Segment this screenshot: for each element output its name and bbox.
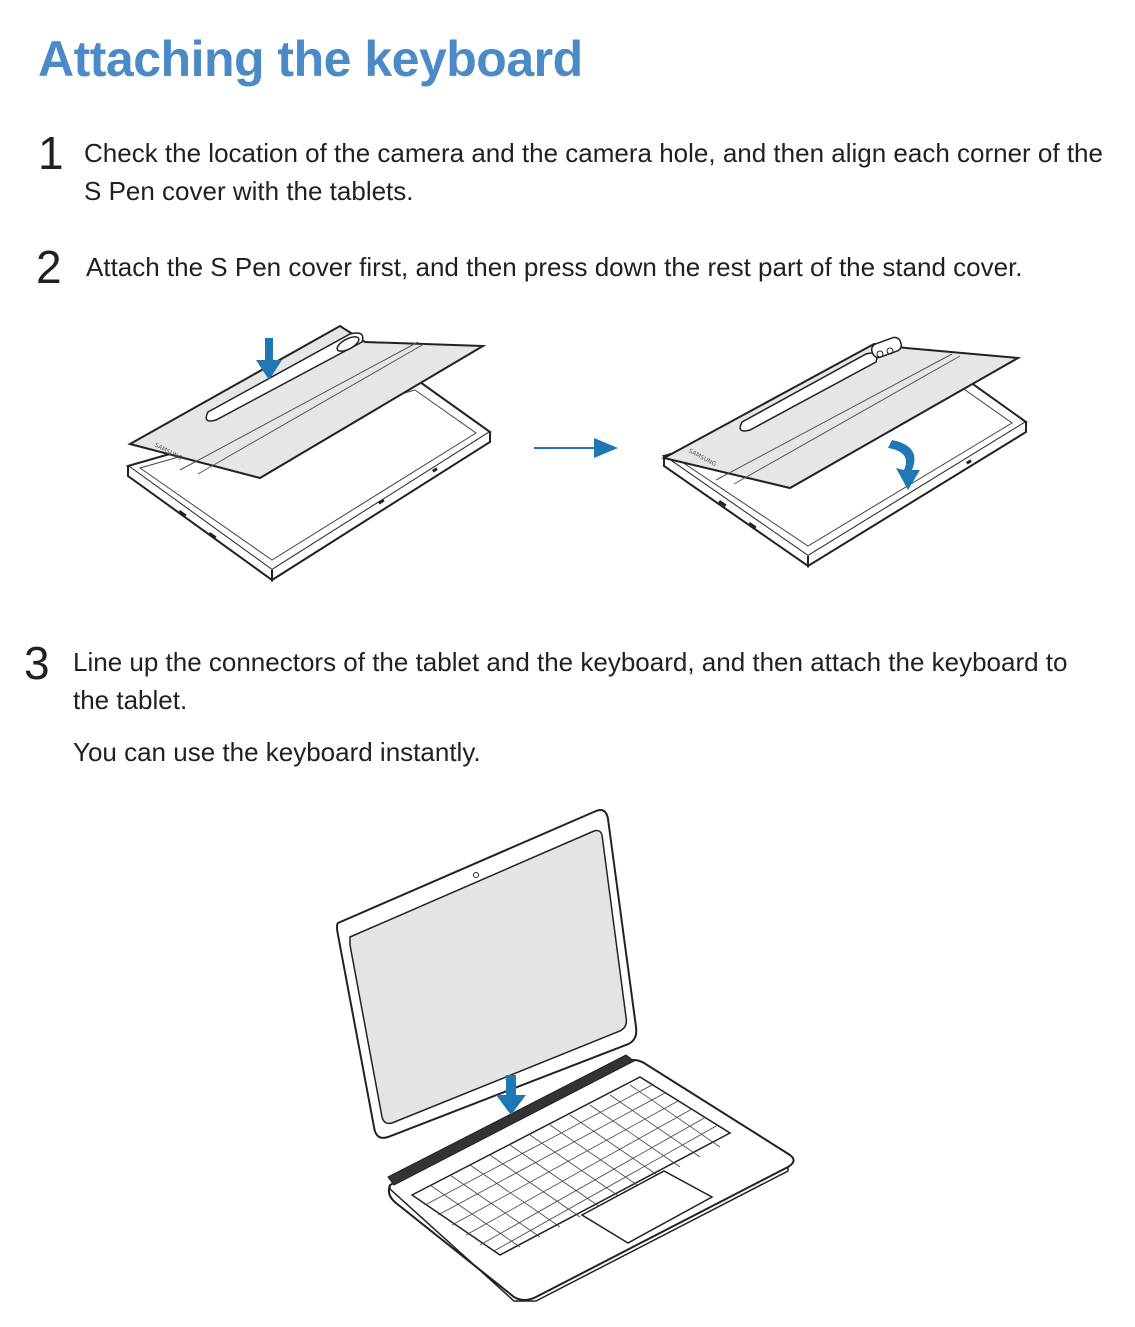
step-text: Check the location of the camera and the… xyxy=(84,138,1103,206)
page-title: Attaching the keyboard xyxy=(38,31,583,87)
step-text: Line up the connectors of the tablet and… xyxy=(73,647,1068,715)
step-number: 3 xyxy=(24,637,50,689)
step-3-note: You can use the keyboard instantly. xyxy=(73,737,481,767)
step-text: Attach the S Pen cover first, and then p… xyxy=(86,252,1023,282)
step-number: 1 xyxy=(38,127,64,179)
attach-down-arrow-icon xyxy=(496,1075,526,1115)
right-arrow-icon xyxy=(534,438,618,458)
stand-cover-illustration: SAMSUNG xyxy=(661,336,1028,568)
step-number: 2 xyxy=(36,241,62,293)
keyboard-attach-illustration xyxy=(336,809,795,1302)
curved-down-arrow-icon xyxy=(888,440,920,490)
press-down-arrow-icon xyxy=(256,338,282,380)
cover-attach-illustration: SAMSUNG xyxy=(125,324,492,582)
